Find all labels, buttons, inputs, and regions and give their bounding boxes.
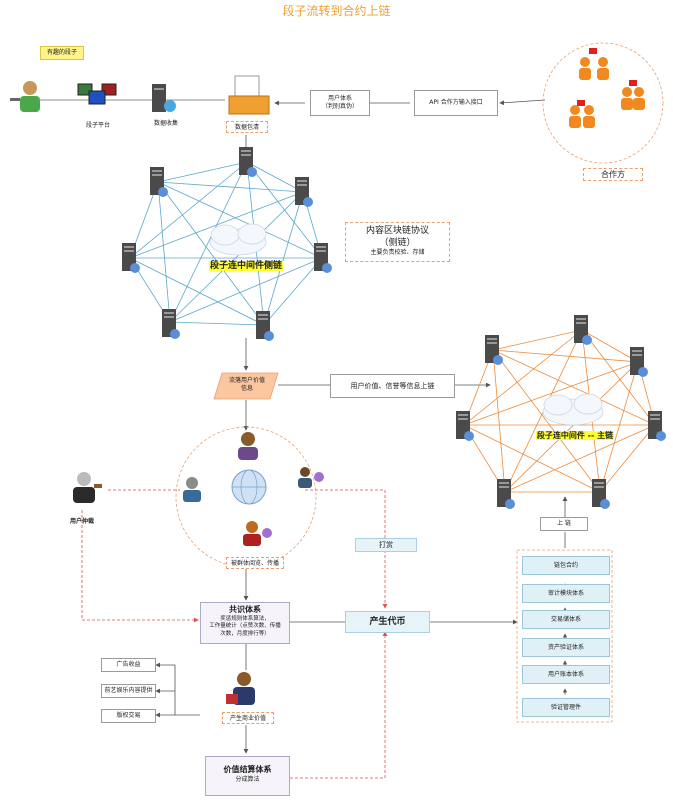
- protocol-line2: （侧链）: [379, 237, 416, 248]
- consensus-line3: 次数，月度排行等）: [220, 630, 270, 637]
- user-system-line2: （判别真伪）: [321, 103, 358, 111]
- user-headset-icon: [232, 430, 264, 462]
- upchain-box: 上 链: [540, 517, 588, 531]
- main-chain-label-text: 段子连中间件 -- 主链: [535, 431, 615, 440]
- main-chain-label: 段子连中间件 -- 主链: [520, 430, 630, 441]
- judge-icon: [64, 470, 104, 504]
- user-phone-icon: [295, 465, 325, 489]
- server-icon: [120, 242, 140, 274]
- server-icon: [495, 478, 515, 510]
- user-laptop-icon: [178, 475, 208, 505]
- user-note-label: 有趣的段子: [40, 46, 84, 60]
- user-system-box: 用户体系 （判别真伪）: [310, 90, 370, 116]
- protocol-line1: 内容区块链协议: [365, 226, 429, 236]
- platform-label: 段子平台: [85, 122, 110, 129]
- consensus-line1: 奖惩规则体系算法，: [220, 615, 270, 622]
- value-info-label: 流落用户价值 信息: [222, 377, 272, 393]
- onchain-box: 用户价值、信誉等信息上链: [330, 374, 455, 398]
- main-cloud-shape: [542, 393, 604, 426]
- server-icon: [483, 334, 503, 366]
- stack-item: 资产验证体系: [522, 638, 610, 657]
- server-icon: [160, 308, 180, 340]
- server-icon: [237, 146, 257, 178]
- stack-item: 用户账本体系: [522, 665, 610, 684]
- server-icon: [454, 410, 474, 442]
- value-info-shape: [213, 372, 279, 400]
- server-icon: [572, 314, 592, 346]
- protocol-box: 内容区块链协议 （侧链） 主要负责校验、存储: [345, 222, 450, 262]
- settle-box: 价值结算体系 分成算法: [205, 756, 290, 796]
- stack-item: 链包合约: [522, 556, 610, 575]
- partners-group-icon: [565, 48, 650, 143]
- stack-item: 交易储体系: [522, 610, 610, 629]
- token-box: 产生代币: [345, 611, 430, 633]
- side-chain-mesh: [129, 161, 323, 326]
- value-info-line1: 流落用户价值: [228, 377, 265, 384]
- side-chain-label-text: 段子连中间件侧链: [208, 261, 283, 271]
- clean-label: 数据包清: [226, 121, 268, 133]
- partners-label: 合作方: [583, 168, 643, 181]
- consensus-box: 共识体系 奖惩规则体系算法， 工作量统计（点赞次数、传播 次数，月度排行等）: [200, 602, 290, 644]
- server-icon: [312, 242, 332, 274]
- collect-server-icon: [148, 82, 180, 116]
- business-label: 产生商业价值: [222, 712, 274, 724]
- server-icon: [628, 346, 648, 378]
- user-person-icon: [8, 78, 44, 114]
- collect-label: 数据收集: [153, 120, 178, 127]
- server-icon: [148, 166, 168, 198]
- side-cloud-shape: [209, 223, 267, 256]
- server-icon: [293, 176, 313, 208]
- read-share-label: 被群体阅览、传播: [226, 557, 284, 569]
- businessman-icon: [226, 670, 264, 710]
- stack-item: 验证管理件: [522, 698, 610, 717]
- stack-item: 审计模块体系: [522, 584, 610, 603]
- value-info-line2: 信息: [240, 384, 253, 392]
- user-system-line1: 用户体系: [327, 95, 352, 102]
- side-chain-label: 段子连中间件侧链: [186, 258, 306, 271]
- document-box-icon: [225, 74, 273, 118]
- consensus-line2: 工作量统计（点赞次数、传播: [209, 623, 281, 630]
- ent-box: 前艺娱乐内容提供: [101, 684, 156, 698]
- judge-label: 用户仲裁: [69, 518, 94, 525]
- server-icon: [254, 310, 274, 342]
- reward-box: 打赏: [355, 538, 417, 552]
- api-box: API 合作方输入接口: [414, 90, 498, 116]
- ads-box: 广告收益: [101, 658, 156, 672]
- settle-sub: 分成算法: [235, 775, 260, 783]
- consensus-title: 共识体系: [229, 605, 261, 614]
- page-title: 段子流转到合约上链: [282, 4, 391, 18]
- server-icon: [646, 410, 666, 442]
- computer-icon: [76, 80, 118, 110]
- protocol-line3: 主要负责校验、存储: [370, 249, 425, 257]
- server-icon: [590, 478, 610, 510]
- settle-title: 价值结算体系: [223, 765, 272, 774]
- copyright-box: 版权交易: [101, 709, 156, 723]
- user-call-icon: [240, 520, 274, 548]
